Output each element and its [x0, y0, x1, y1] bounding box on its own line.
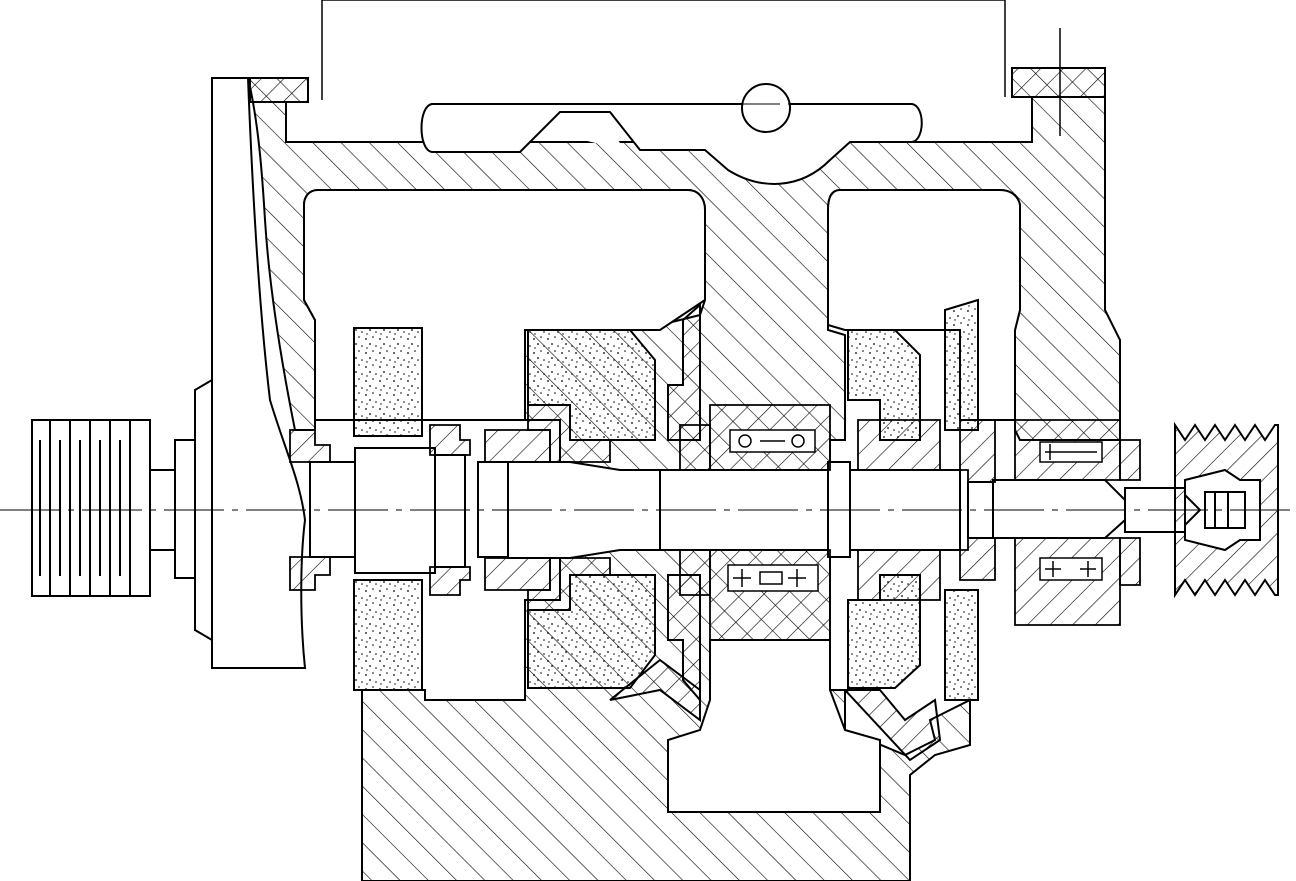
left-wheel-upper [353, 327, 423, 437]
bearing-lower-center [727, 564, 819, 592]
left-end-wall [211, 77, 307, 669]
bearing-lower-right [1039, 557, 1103, 581]
top-cutout [420, 83, 923, 185]
top-right-flange [1011, 28, 1106, 136]
lower-chamber [667, 639, 881, 813]
top-frame [321, 0, 1006, 100]
speckled-ring-mid-upper [944, 298, 979, 431]
main-shaft [309, 447, 1216, 574]
wedge-left-upper [667, 302, 701, 441]
top-left-flange [249, 77, 309, 103]
speckled-ring-mid-lower [944, 589, 979, 701]
bearing-upper-center [729, 429, 816, 453]
left-wheel-lower [353, 579, 423, 691]
wedge-left-lower [609, 574, 701, 722]
right-pulley [1174, 421, 1279, 599]
bearing-upper-right [1039, 441, 1103, 463]
wedge-right-lower [842, 689, 942, 762]
